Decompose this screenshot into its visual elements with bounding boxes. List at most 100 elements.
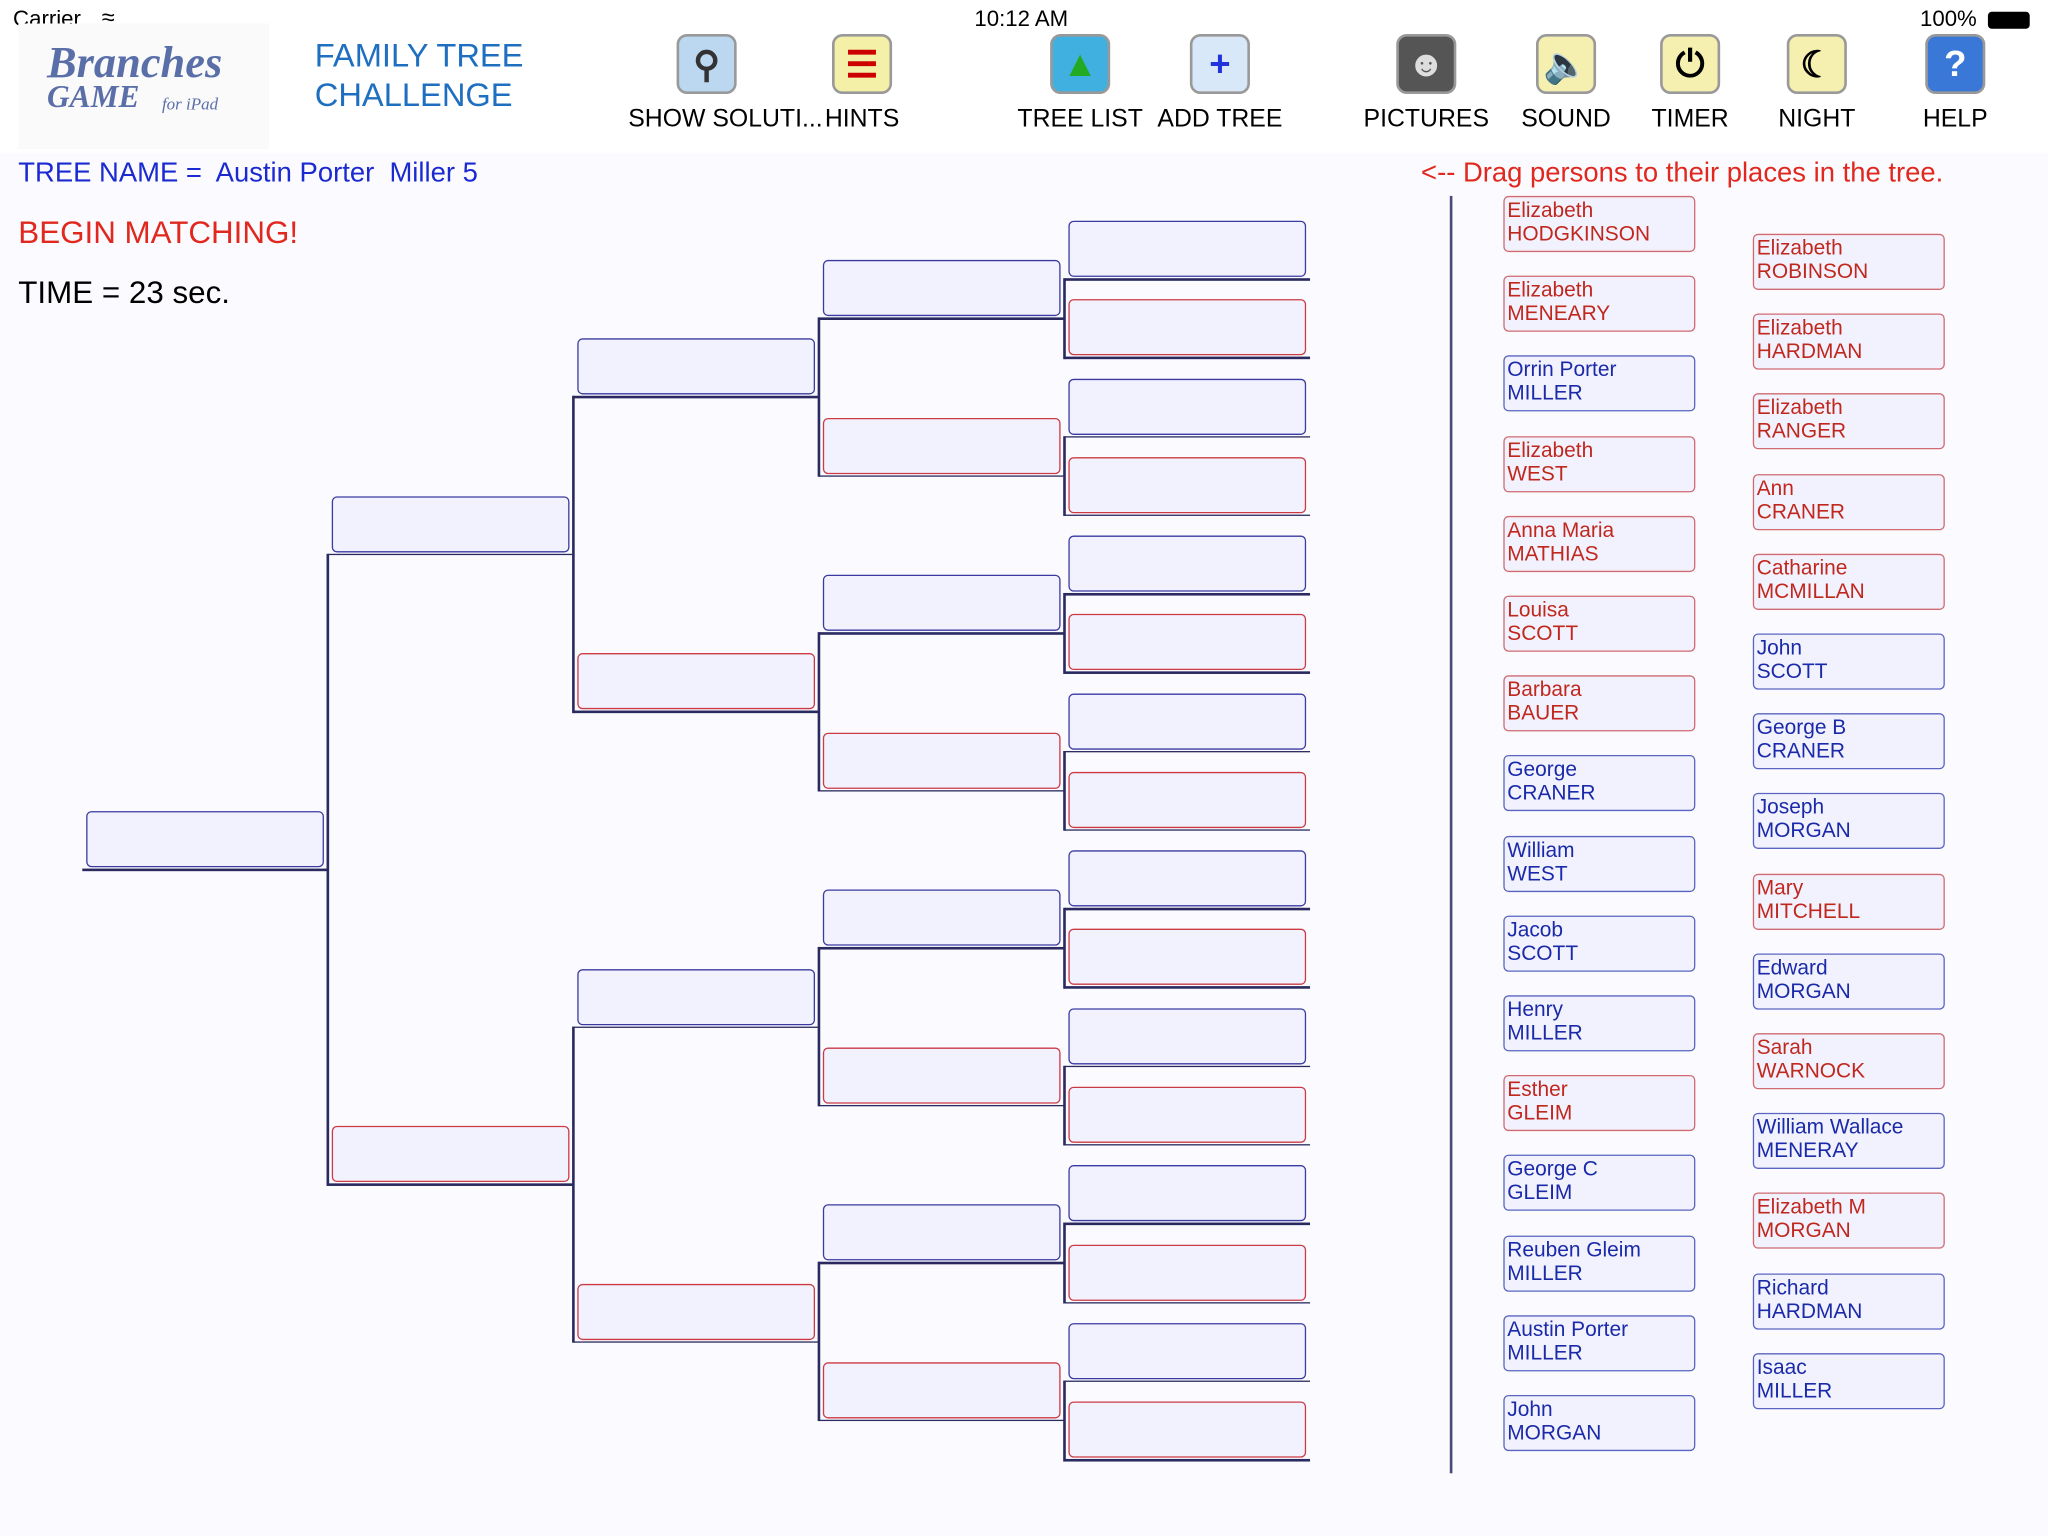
tree-slot-gen3-1[interactable] [822, 260, 1061, 317]
toolbar-button-sound[interactable]: 🔈SOUND [1488, 33, 1645, 135]
tree-slot-gen4-14[interactable] [1068, 1244, 1307, 1301]
tree-slot-gen4-13[interactable] [1068, 1165, 1307, 1222]
toolbar-label: ADD TREE [1157, 105, 1283, 134]
tree-slot-gen4-1[interactable] [1068, 220, 1307, 277]
person-last-name: HARDMAN [1756, 1300, 1863, 1323]
tree-slot-gen2-1[interactable] [577, 338, 816, 395]
question-icon: ? [1925, 33, 1986, 95]
person-first-name: Anna Maria [1507, 519, 1615, 542]
connector-line [1064, 1065, 1311, 1068]
tree-slot-gen4-10[interactable] [1068, 929, 1307, 986]
connector-line [1063, 1222, 1066, 1304]
tree-slot-gen3-3[interactable] [822, 574, 1061, 632]
tree-slot-gen4-8[interactable] [1068, 771, 1307, 828]
tree-slot-gen4-15[interactable] [1068, 1322, 1307, 1379]
tree-slot-gen3-6[interactable] [822, 1047, 1061, 1104]
tree-slot-gen3-7[interactable] [822, 1204, 1061, 1261]
tree-slot-gen4-4[interactable] [1068, 456, 1307, 514]
person-last-name: MORGAN [1507, 1422, 1602, 1445]
connector-line [818, 789, 1065, 792]
tree-slot-gen2-4[interactable] [577, 1283, 816, 1340]
person-last-name: MILLER [1507, 1022, 1583, 1045]
tree-slot-gen3-8[interactable] [822, 1362, 1061, 1419]
tree-slot-gen0-1[interactable] [86, 811, 324, 868]
person-first-name: Elizabeth [1507, 199, 1594, 223]
tree-slot-gen2-2[interactable] [577, 653, 816, 710]
tree-slot-gen3-4[interactable] [822, 732, 1061, 789]
connector-line [573, 711, 819, 714]
person-first-name: Elizabeth M [1756, 1196, 1866, 1220]
toolbar-button-pictures[interactable]: ☻PICTURES [1348, 33, 1505, 135]
tree-slot-gen3-5[interactable] [822, 889, 1061, 946]
toolbar-button-timer[interactable]: ⏻TIMER [1612, 33, 1769, 135]
person-first-name: Joseph [1756, 797, 1825, 820]
hints-icon: ☰ [831, 33, 893, 95]
connector-line [573, 1026, 819, 1028]
battery-percent: 100% [1919, 6, 1977, 32]
toolbar-button-help[interactable]: ?HELP [1877, 33, 2034, 135]
tree-slot-gen4-9[interactable] [1068, 850, 1307, 907]
connector-line [573, 396, 819, 399]
tree-slot-gen4-12[interactable] [1068, 1086, 1307, 1143]
toolbar-button-hints[interactable]: ☰HINTS [784, 33, 941, 135]
toolbar-button-add-tree[interactable]: +ADD TREE [1142, 33, 1299, 135]
tree-slot-gen1-1[interactable] [331, 496, 570, 553]
person-last-name: SCOTT [1756, 660, 1828, 684]
person-last-name: RANGER [1756, 421, 1847, 444]
person-last-name: BAUER [1507, 702, 1580, 726]
tree-slot-gen4-3[interactable] [1068, 378, 1307, 435]
tree-slot-gen4-2[interactable] [1068, 299, 1307, 356]
tree-slot-gen4-6[interactable] [1068, 614, 1307, 671]
toolbar-button-show-soluti[interactable]: ⚲SHOW SOLUTI... [628, 33, 823, 135]
tree-slot-gen4-7[interactable] [1068, 693, 1307, 750]
timer-readout: TIME = 23 sec. [18, 275, 230, 311]
magnifier-icon: ⚲ [676, 33, 737, 95]
title-line2: CHALLENGE [314, 77, 513, 114]
tree-slot-gen4-16[interactable] [1068, 1401, 1307, 1458]
person-first-name: Jacob [1507, 919, 1564, 942]
tree-slot-gen4-5[interactable] [1068, 535, 1307, 592]
toolbar-label: TIMER [1651, 105, 1729, 134]
toolbar-button-night[interactable]: ☾NIGHT [1738, 33, 1895, 135]
tree-slot-gen4-11[interactable] [1068, 1007, 1307, 1065]
person-last-name: HARDMAN [1756, 341, 1863, 364]
tree-slot-gen1-2[interactable] [331, 1125, 570, 1183]
person-first-name: Edward [1756, 957, 1828, 980]
tree-slot-gen2-3[interactable] [577, 968, 816, 1025]
toolbar-button-tree-list[interactable]: ▲TREE LIST [1002, 33, 1159, 135]
tree-slot-gen3-2[interactable] [822, 417, 1061, 474]
person-first-name: William [1507, 839, 1575, 862]
night-moon-icon: ☾ [1786, 33, 1847, 95]
